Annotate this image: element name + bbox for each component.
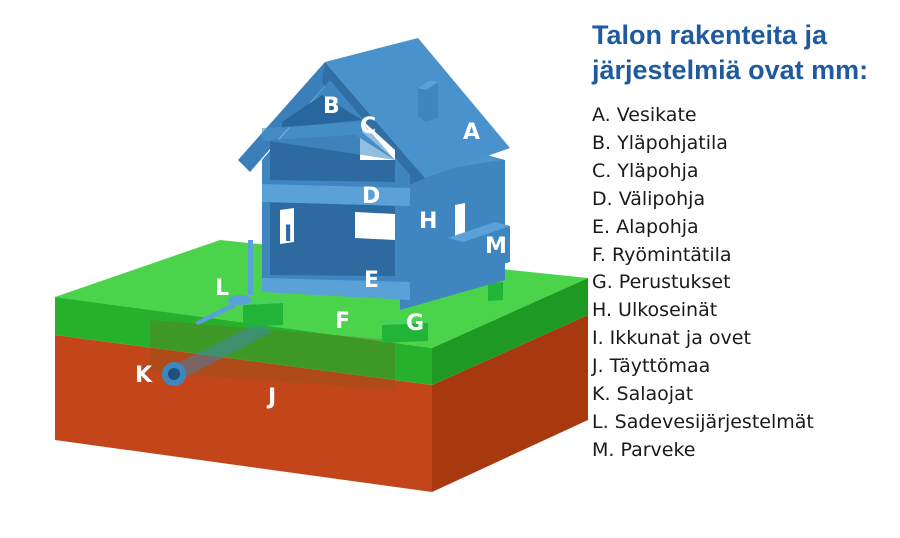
downpipe [248,240,253,295]
legend-item: F. Ryömintätila [592,243,732,266]
label-e: E [364,268,379,293]
foundations [243,282,503,343]
rain-gutter-bowl [228,295,252,305]
legend-item: D. Välipohja [592,187,706,210]
label-d: D [362,184,380,209]
label-l: L [215,276,229,301]
roof-right [325,38,510,178]
label-a: A [463,120,480,145]
legend-item: G. Perustukset [592,271,731,294]
legend-item: L. Sadevesijärjestelmät [592,410,814,433]
house-structure-illustration: A B C D E F G H I J K L M [55,38,588,492]
attic-space [282,95,362,128]
drainage-pipe [162,322,272,386]
ground-block [55,240,588,492]
legend: Talon rakenteita ja järjestelmiä ovat mm… [592,18,892,465]
label-b: B [323,94,340,119]
legend-item: K. Salaojat [592,383,694,406]
legend-item: B. Yläpohjatila [592,131,728,154]
grass-front-face [55,297,432,385]
roof-left-edge [238,62,330,172]
label-c: C [360,114,376,139]
component-labels: A B C D E F G H I J K L M [135,94,507,410]
roof-underside [322,62,425,185]
legend-item: J. Täyttömaa [592,355,711,378]
legend-item: A. Vesikate [592,104,697,126]
label-m: M [485,234,507,259]
side-window [455,203,465,237]
legend-item: C. Yläpohja [592,159,699,182]
house [195,38,510,325]
soil-front-face [55,335,432,492]
front-window [280,208,294,244]
filled-soil-zone [150,320,395,390]
label-g: G [406,311,424,336]
label-k: K [135,363,153,388]
legend-item: E. Alapohja [592,215,699,238]
legend-item: H. Ulkoseinät [592,299,718,322]
legend-item: I. Ikkunat ja ovet [592,327,751,350]
label-h: H [419,209,437,234]
chimney [418,80,438,122]
legend-item: M. Parveke [592,438,696,461]
legend-title: Talon rakenteita ja järjestelmiä ovat mm… [592,20,869,85]
label-i: I [284,222,292,247]
legend-list: A. Vesikate B. Yläpohjatila C. Yläpohja … [592,102,892,465]
grass-right-face [432,278,588,385]
label-f: F [335,309,350,334]
label-j: J [266,385,276,410]
soil-right-face [432,315,588,492]
